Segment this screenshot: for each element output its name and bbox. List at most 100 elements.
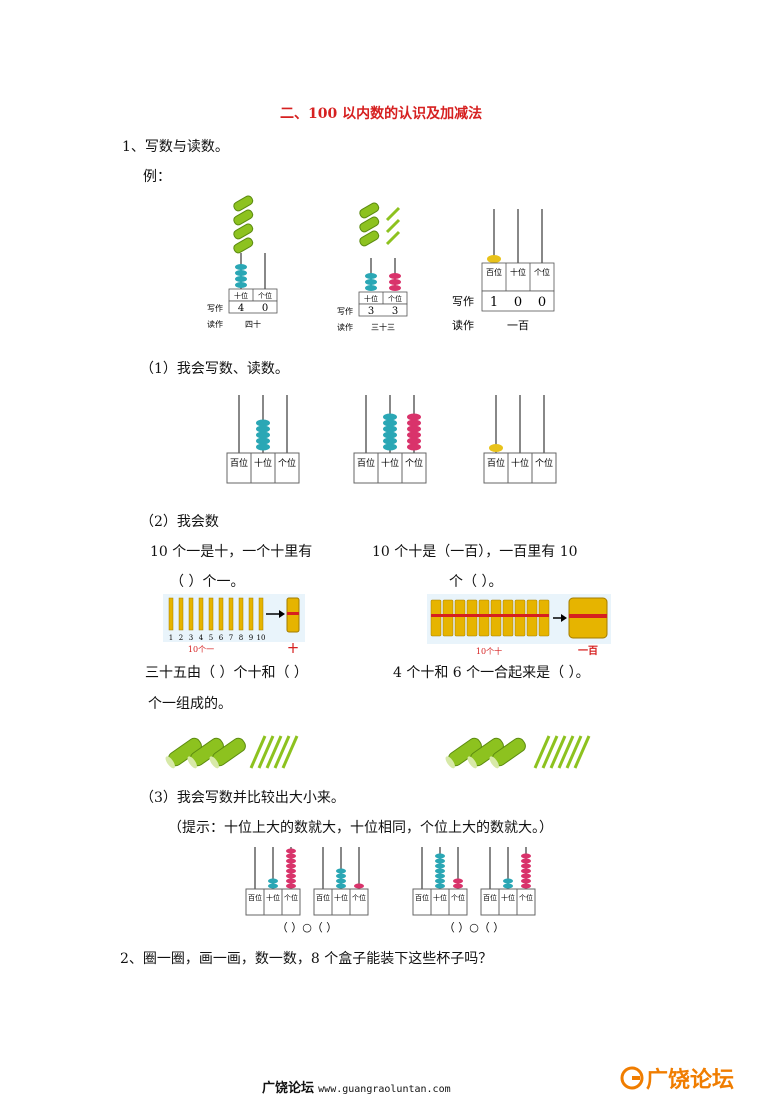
compare-abacus-pair-2: 百位 十位 个位 百位 十位 个位 （ ）○（ ） xyxy=(412,847,536,934)
section-2-heading: 2、圈一圈，画一画，数一数，8 个盒子能装下这些杯子吗？ xyxy=(120,951,493,967)
ones-label: 个位 xyxy=(535,457,553,469)
single-sticks-icon xyxy=(168,597,264,631)
example-abacus-33: 十位 个位 3 3 写作 读作 三十三 xyxy=(337,202,408,332)
q3-line-2: 个一组成的。 xyxy=(148,696,232,712)
compare-blank: （ ）○（ ） xyxy=(444,921,505,934)
ten-tens-caption: 10个十 xyxy=(476,646,502,656)
abacus-left: 百位 十位 个位 xyxy=(245,847,301,916)
read-value: 三十三 xyxy=(371,322,395,332)
tens-place-label: 十位 xyxy=(364,294,378,303)
q2-line-2: 个（ ）。 xyxy=(449,574,503,590)
digit-tens: 3 xyxy=(368,306,374,317)
write-label: 写作 xyxy=(207,303,223,313)
q3-line-1: 三十五由（ ）个十和（ ） xyxy=(145,665,308,681)
digit-tens: 4 xyxy=(238,303,244,314)
compare-abacus-pair-1: 百位 十位 个位 百位 十位 个位 （ ）○（ ） xyxy=(245,847,369,934)
logo-text: 广饶论坛 xyxy=(646,1068,735,1093)
digit-hundreds: 1 xyxy=(490,295,498,310)
ones-place-label: 个位 xyxy=(388,294,402,303)
ones-label: 个位 xyxy=(278,457,296,469)
page-title: 二、100 以内数的认识及加减法 xyxy=(280,106,483,122)
arrow-right-icon xyxy=(266,610,285,618)
read-label: 读作 xyxy=(337,322,353,332)
ones-label: 个位 xyxy=(451,893,465,902)
tens-place-label: 十位 xyxy=(234,291,248,300)
ten-sticks-bundles-icon xyxy=(359,202,380,247)
ten-sticks-bundles-icon xyxy=(165,737,246,769)
footer-site-name: 广饶论坛 xyxy=(262,1081,315,1096)
arrow-right-icon xyxy=(553,614,567,622)
abacus-right: 百位 十位 个位 xyxy=(313,847,369,916)
hundreds-place-label: 百位 xyxy=(486,267,502,277)
write-label: 写作 xyxy=(452,295,474,308)
read-label: 读作 xyxy=(452,318,474,332)
hundreds-label: 百位 xyxy=(230,457,248,469)
hundreds-label: 百位 xyxy=(316,893,330,902)
single-sticks-icon xyxy=(249,735,299,769)
ten-sticks-bundles-icon xyxy=(233,195,254,254)
hundreds-label: 百位 xyxy=(248,893,262,902)
tens-label: 十位 xyxy=(266,893,280,902)
hundred-caption: 一百 xyxy=(578,645,598,657)
section-1-heading: 1、写数与读数。 xyxy=(122,139,229,155)
sticks-bundles-35 xyxy=(165,735,299,769)
count-label: 6 xyxy=(219,634,224,642)
hundreds-label: 百位 xyxy=(487,457,505,469)
hundred-bundle-icon xyxy=(568,597,608,639)
count-label: 10 xyxy=(257,634,266,642)
tens-label: 十位 xyxy=(501,893,515,902)
example-abacus-100: 百位 十位 个位 1 0 0 写作 读作 一百 xyxy=(452,209,555,332)
q1-line-2: （ ）个一。 xyxy=(170,574,245,590)
count-label: 4 xyxy=(199,634,204,642)
part-2-heading: （2）我会数 xyxy=(140,514,219,530)
tens-label: 十位 xyxy=(334,893,348,902)
sticks-bundles-36 xyxy=(445,735,591,769)
tens-place-label: 十位 xyxy=(510,267,526,277)
single-sticks-icon xyxy=(533,735,591,769)
ten-bundle-icon xyxy=(286,597,300,633)
tens-label: 十位 xyxy=(511,457,529,469)
write-label: 写作 xyxy=(337,306,353,316)
ten-ones-illustration: 1 2 3 4 5 6 7 8 9 10 10个一 十 xyxy=(163,594,305,655)
ones-place-label: 个位 xyxy=(534,267,550,277)
ones-label: 个位 xyxy=(405,457,423,469)
footer-url[interactable]: www.guangraoluntan.com xyxy=(318,1084,451,1095)
footer: 广饶论坛 www.guangraoluntan.com xyxy=(262,1077,451,1096)
ones-label: 个位 xyxy=(352,893,366,902)
site-logo: 广饶论坛 xyxy=(620,1062,734,1094)
count-label: 5 xyxy=(209,634,213,642)
ten-sticks-bundles-icon xyxy=(445,737,526,769)
q4-line: 4 个十和 6 个一合起来是（ ）。 xyxy=(393,665,590,681)
abacus-exercise-1: 百位 十位 个位 xyxy=(226,395,300,484)
digit-ones: 3 xyxy=(392,306,398,317)
abacus-left: 百位 十位 个位 xyxy=(412,847,468,916)
compare-blank: （ ）○（ ） xyxy=(277,921,338,934)
ones-label: 个位 xyxy=(519,893,533,902)
read-value: 一百 xyxy=(507,319,529,332)
digit-ones: 0 xyxy=(538,295,546,310)
ten-ones-caption: 10个一 xyxy=(188,645,214,654)
hundreds-label: 百位 xyxy=(483,893,497,902)
part-1-heading: （1）我会写数、读数。 xyxy=(140,361,289,377)
tens-label: 十位 xyxy=(254,457,272,469)
abacus-right: 百位 十位 个位 xyxy=(480,847,536,916)
part-3-hint: （提示：十位上大的数就大，十位相同，个位上大的数就大。） xyxy=(168,820,553,836)
digit-ones: 0 xyxy=(262,303,268,314)
hundreds-label: 百位 xyxy=(415,893,429,902)
single-sticks-icon xyxy=(385,206,401,246)
part-3-heading: （3）我会写数并比较出大小来。 xyxy=(140,790,345,806)
read-label: 读作 xyxy=(207,319,223,329)
count-label: 2 xyxy=(179,634,183,642)
read-value: 四十 xyxy=(245,319,261,329)
count-label: 9 xyxy=(249,634,253,642)
abacus-exercise-2: 百位 十位 个位 xyxy=(353,395,427,484)
ten-bundles-icon xyxy=(430,599,550,637)
ten-caption: 十 xyxy=(288,642,298,655)
logo-icon xyxy=(620,1066,644,1090)
ones-place-label: 个位 xyxy=(258,291,272,300)
count-label: 3 xyxy=(189,634,193,642)
ten-tens-illustration: 10个十 一百 xyxy=(427,594,611,657)
tens-label: 十位 xyxy=(433,893,447,902)
tens-label: 十位 xyxy=(381,457,399,469)
digit-tens: 0 xyxy=(514,295,522,310)
